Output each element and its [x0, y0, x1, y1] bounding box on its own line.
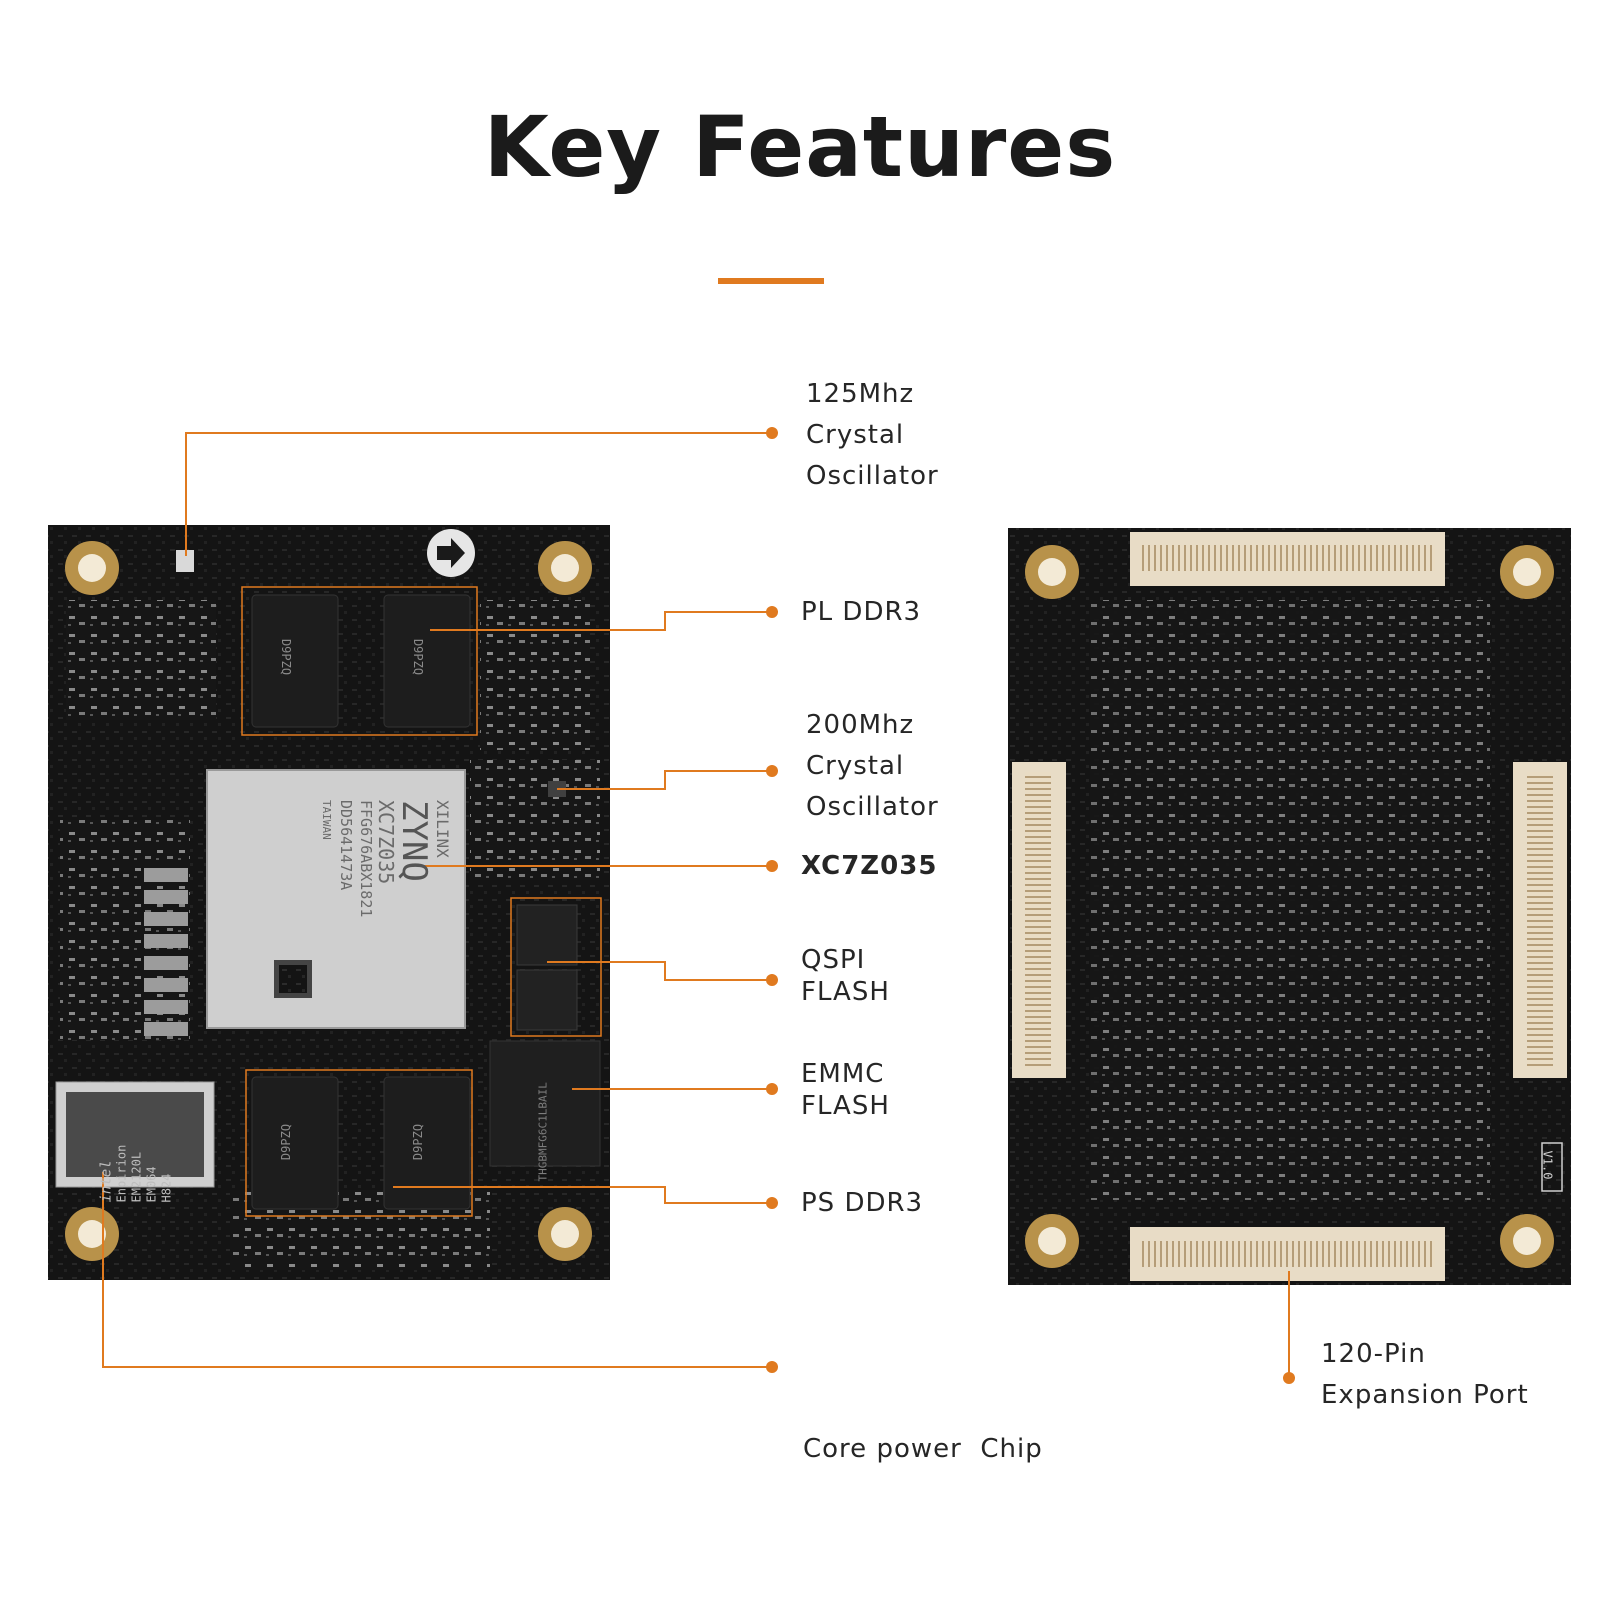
expansion-connector-bottom [1130, 1227, 1445, 1281]
mounting-hole [1025, 545, 1079, 599]
fpga-marking: XILINX ZYNQ XC7Z035 FFG676ABX1821 DD5641… [252, 800, 452, 1000]
mounting-hole [538, 1207, 592, 1261]
callout-line: FLASH [801, 1091, 890, 1121]
callout-line: 120-Pin [1321, 1339, 1426, 1369]
fpga-origin: TAIWAN [320, 800, 333, 840]
ps-ddr-marking: D9PZQ [279, 1123, 294, 1161]
mounting-hole [65, 1207, 119, 1261]
callout-line: Oscillator [806, 461, 939, 491]
power-chip-brand: intel [98, 1160, 115, 1203]
pl-ddr-marking: D9PZQ [411, 638, 426, 676]
callout-line: Core power Chip [803, 1434, 1043, 1464]
expansion-connector-top [1130, 532, 1445, 586]
power-chip [55, 1081, 215, 1188]
callout-line: EMMC [801, 1059, 885, 1089]
callout-line: PL DDR3 [801, 597, 922, 627]
power-chip-line: Enpirion [114, 1144, 129, 1203]
callout-line: QSPI [801, 945, 866, 975]
callout-line: 200Mhz [806, 710, 915, 740]
callout-core-power: Core power Chip [803, 1347, 1043, 1511]
callout-line: PS DDR3 [801, 1188, 924, 1218]
arrow-marker-icon [427, 529, 475, 577]
pl-ddr-marking: D9PZQ [279, 638, 294, 676]
back-board [1008, 528, 1571, 1285]
power-chip-code: EM064 [144, 1166, 159, 1203]
expansion-connector-left [1012, 762, 1066, 1078]
expansion-connector-right [1513, 762, 1567, 1078]
callout-ps-ddr3: PS DDR3 [801, 1183, 923, 1224]
version-label-box [1541, 1142, 1563, 1192]
emmc-marking: THGBMFG6C1LBAIL [536, 1082, 550, 1182]
pl-ddr3-chips [241, 586, 478, 736]
power-chip-part: EM2120L [129, 1151, 144, 1203]
fpga-part: XC7Z035 [374, 800, 398, 885]
ps-ddr3-chips [245, 1069, 473, 1217]
mounting-hole [1500, 545, 1554, 599]
callout-line: Crystal [806, 420, 905, 450]
mounting-hole [65, 541, 119, 595]
emmc-chip [489, 1040, 601, 1167]
callout-line: 125Mhz [806, 379, 915, 409]
fpga-package: FFG676ABX1821 [357, 800, 375, 918]
callout-crystal-125: 125Mhz Crystal Oscillator [806, 374, 939, 497]
callout-line: Expansion Port [1321, 1380, 1529, 1410]
title-underline [718, 278, 824, 284]
callout-line: Crystal [806, 751, 905, 781]
fpga-lot: DD5641473A [337, 800, 355, 891]
callout-xc7z035: XC7Z035 [801, 846, 937, 887]
mounting-hole [1500, 1214, 1554, 1268]
callout-line: XC7Z035 [801, 851, 938, 881]
callout-expansion-port: 120-Pin Expansion Port [1321, 1334, 1529, 1416]
callout-crystal-200: 200Mhz Crystal Oscillator [806, 705, 939, 828]
page-title: Key Features [483, 98, 1117, 196]
callout-qspi-flash: QSPI FLASH [801, 944, 890, 1008]
callout-pl-ddr3: PL DDR3 [801, 592, 921, 633]
mounting-hole [538, 541, 592, 595]
fpga-brand: XILINX [433, 800, 452, 858]
fpga-family: ZYNQ [394, 800, 434, 882]
front-board [48, 525, 610, 1280]
power-chip-marking: intel Enpirion EM2120L EM064 H824 [98, 1073, 175, 1203]
fpga-chip [206, 769, 466, 1029]
mounting-hole [1025, 1214, 1079, 1268]
callout-line: Oscillator [806, 792, 939, 822]
callout-line: FLASH [801, 977, 890, 1007]
callout-emmc-flash: EMMC FLASH [801, 1058, 890, 1122]
qspi-flash-chips [510, 897, 602, 1037]
crystal-125-component [176, 550, 194, 572]
callout-leaders [102, 427, 1295, 1384]
version-label: V1.0 [1540, 1150, 1555, 1180]
ps-ddr-marking: D9PZQ [411, 1123, 426, 1161]
power-chip-date: H824 [159, 1173, 174, 1203]
